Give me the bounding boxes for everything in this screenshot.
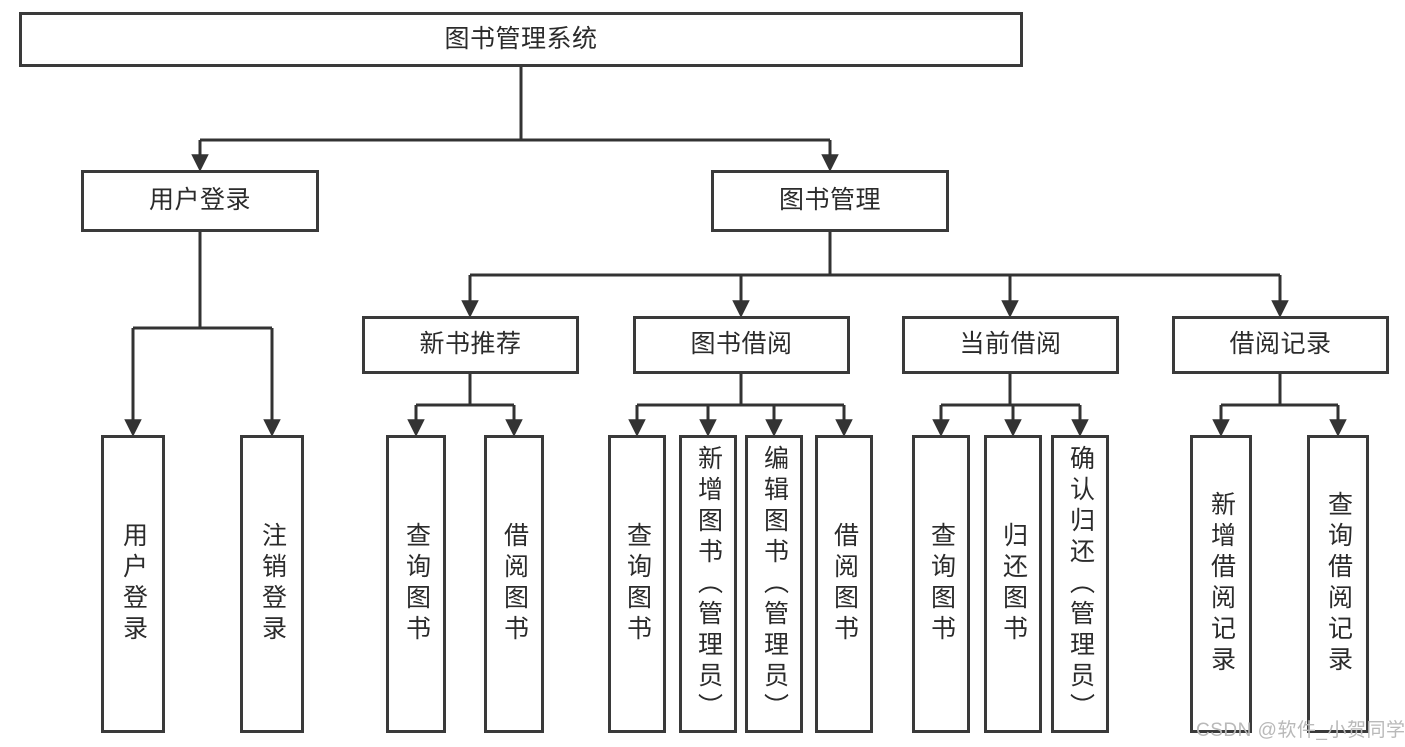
node-leaf-user-logout[interactable]: 注销登录	[240, 435, 304, 733]
node-label: 借阅记录	[1229, 330, 1332, 359]
node-label: 编辑图书（管理员）	[760, 444, 789, 724]
node-label: 确认归还（管理员）	[1066, 444, 1095, 724]
node-borrow-record[interactable]: 借阅记录	[1172, 316, 1389, 374]
node-user-login[interactable]: 用户登录	[81, 170, 319, 232]
watermark-credit: CSDN @软件_小贺同学	[1196, 720, 1405, 741]
node-label: 查询图书	[402, 522, 431, 646]
node-label: 借阅图书	[830, 522, 859, 646]
node-label: 图书借阅	[690, 330, 793, 359]
node-current-borrow[interactable]: 当前借阅	[902, 316, 1119, 374]
node-leaf-query-book-1[interactable]: 查询图书	[386, 435, 446, 733]
node-leaf-borrow-book-1[interactable]: 借阅图书	[484, 435, 544, 733]
node-leaf-return-book[interactable]: 归还图书	[984, 435, 1042, 733]
node-label: 图书管理系统	[444, 24, 598, 53]
node-label: 查询图书	[623, 522, 652, 646]
node-leaf-edit-book[interactable]: 编辑图书（管理员）	[745, 435, 803, 733]
node-leaf-add-book[interactable]: 新增图书（管理员）	[679, 435, 737, 733]
node-label: 新增借阅记录	[1207, 491, 1236, 677]
node-book-borrow[interactable]: 图书借阅	[633, 316, 850, 374]
node-leaf-confirm-return[interactable]: 确认归还（管理员）	[1051, 435, 1109, 733]
node-leaf-user-login[interactable]: 用户登录	[101, 435, 165, 733]
node-label: 归还图书	[999, 522, 1028, 646]
node-leaf-query-book-2[interactable]: 查询图书	[608, 435, 666, 733]
node-label: 当前借阅	[959, 330, 1062, 359]
node-label: 新书推荐	[419, 330, 522, 359]
node-leaf-borrow-book-2[interactable]: 借阅图书	[815, 435, 873, 733]
node-label: 用户登录	[148, 186, 251, 215]
node-root-system[interactable]: 图书管理系统	[19, 12, 1023, 67]
node-leaf-add-record[interactable]: 新增借阅记录	[1190, 435, 1252, 733]
node-leaf-query-book-3[interactable]: 查询图书	[912, 435, 970, 733]
node-label: 借阅图书	[500, 522, 529, 646]
node-new-book-recommend[interactable]: 新书推荐	[362, 316, 579, 374]
node-book-manage[interactable]: 图书管理	[711, 170, 949, 232]
node-label: 图书管理	[778, 186, 881, 215]
node-leaf-query-record[interactable]: 查询借阅记录	[1307, 435, 1369, 733]
node-label: 注销登录	[258, 522, 287, 646]
node-label: 查询图书	[927, 522, 956, 646]
node-label: 用户登录	[119, 522, 148, 646]
node-label: 新增图书（管理员）	[694, 444, 723, 724]
node-label: 查询借阅记录	[1324, 491, 1353, 677]
